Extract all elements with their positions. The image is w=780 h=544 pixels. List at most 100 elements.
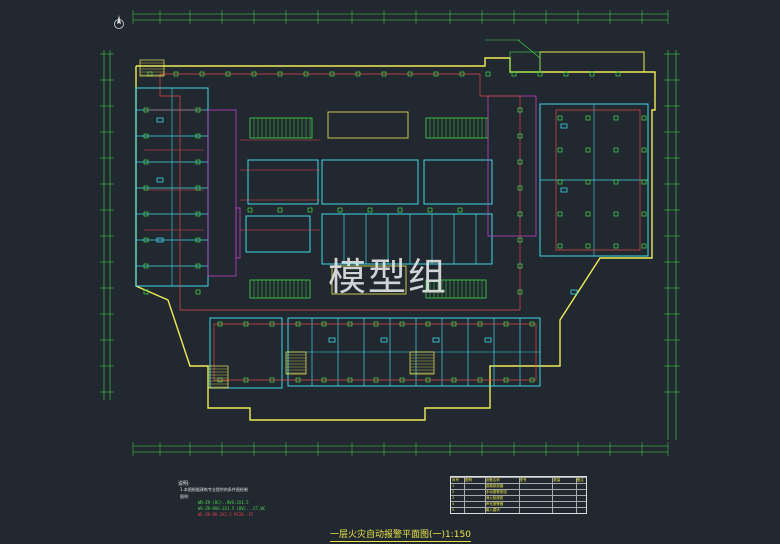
- smoke-detector-icon: [517, 289, 523, 295]
- legend-key-label: 图例:: [180, 494, 190, 499]
- smoke-detector-icon: [143, 107, 149, 113]
- table-col-line: [518, 477, 520, 513]
- table-row-line: [451, 507, 586, 508]
- legend-row: WL-ZR-BV-3X2.5 PC20 -FC: [198, 512, 253, 517]
- smoke-detector-icon: [195, 211, 201, 217]
- smoke-detector-icon: [517, 185, 523, 191]
- legend-row-text: WD-ZR-(DC)..RVS-2X1.5: [198, 500, 249, 505]
- table-col-line: [464, 477, 465, 513]
- smoke-detector-icon: [143, 263, 149, 269]
- smoke-detector-icon: [427, 207, 433, 213]
- table-cell: 2: [452, 490, 455, 494]
- alarm-button-icon: [560, 123, 568, 129]
- smoke-detector-icon: [247, 207, 253, 213]
- smoke-detector-icon: [143, 237, 149, 243]
- smoke-detector-icon: [585, 179, 591, 185]
- smoke-detector-icon: [195, 289, 201, 295]
- alarm-button-icon: [156, 237, 164, 243]
- alarm-button-icon: [156, 117, 164, 123]
- smoke-detector-icon: [529, 321, 535, 327]
- escalator: [425, 117, 489, 139]
- smoke-detector-icon: [195, 133, 201, 139]
- smoke-detector-icon: [173, 71, 179, 77]
- smoke-detector-icon: [557, 179, 563, 185]
- table-header-cell: 型号: [519, 478, 527, 482]
- alarm-button-icon: [570, 289, 578, 295]
- smoke-detector-icon: [321, 377, 327, 383]
- table-cell: 声光报警器: [485, 502, 504, 506]
- smoke-detector-icon: [477, 377, 483, 383]
- drawing-title: 一层火灾自动报警平面图(一)1:150: [330, 527, 471, 542]
- smoke-detector-icon: [347, 321, 353, 327]
- stair-icon: [285, 351, 307, 375]
- watermark: 模型组: [328, 255, 449, 299]
- partition: [487, 95, 537, 237]
- smoke-detector-icon: [641, 211, 647, 217]
- smoke-detector-icon: [337, 207, 343, 213]
- smoke-detector-icon: [503, 321, 509, 327]
- smoke-detector-icon: [557, 147, 563, 153]
- smoke-detector-icon: [399, 321, 405, 327]
- smoke-detector-icon: [615, 71, 621, 77]
- atrium: [327, 111, 409, 139]
- smoke-detector-icon: [517, 133, 523, 139]
- smoke-detector-icon: [373, 321, 379, 327]
- smoke-detector-icon: [143, 211, 149, 217]
- smoke-detector-icon: [397, 207, 403, 213]
- smoke-detector-icon: [477, 321, 483, 327]
- alarm-button-icon: [560, 187, 568, 193]
- drawing-title-text: 一层火灾自动报警平面图(一)1:150: [330, 530, 471, 540]
- annex-wall: [539, 51, 645, 73]
- smoke-detector-icon: [195, 107, 201, 113]
- legend-row: WS-ZR-RVS-2X1.5 (BV)...CT,WC: [198, 506, 265, 511]
- table-cell: 4: [452, 502, 455, 506]
- smoke-detector-icon: [251, 71, 257, 77]
- smoke-detector-icon: [503, 377, 509, 383]
- smoke-detector-icon: [641, 243, 647, 249]
- smoke-detector-icon: [399, 377, 405, 383]
- partition: [235, 207, 241, 259]
- table-cell: 输入模块: [485, 508, 500, 512]
- smoke-detector-icon: [613, 211, 619, 217]
- smoke-detector-icon: [537, 71, 543, 77]
- alarm-wiring-loop: [213, 323, 537, 381]
- table-row-line: [451, 489, 586, 490]
- smoke-detector-icon: [277, 71, 283, 77]
- annex-stair: [509, 51, 541, 73]
- table-cell: 5: [452, 508, 455, 512]
- smoke-detector-icon: [589, 71, 595, 77]
- smoke-detector-icon: [195, 237, 201, 243]
- stair-icon: [409, 351, 435, 375]
- legend-note: 1.本图根据建筑专业提供的条件图绘制: [180, 487, 248, 492]
- legend-heading: 说明:: [178, 481, 190, 487]
- smoke-detector-icon: [381, 71, 387, 77]
- smoke-detector-icon: [517, 263, 523, 269]
- table-cell: 消火栓按钮: [485, 496, 504, 500]
- smoke-detector-icon: [459, 71, 465, 77]
- smoke-detector-icon: [585, 243, 591, 249]
- table-header-cell: 设备名称: [485, 478, 500, 482]
- room-block: [247, 159, 319, 205]
- smoke-detector-icon: [563, 71, 569, 77]
- smoke-detector-icon: [277, 207, 283, 213]
- smoke-detector-icon: [425, 321, 431, 327]
- smoke-detector-icon: [557, 243, 563, 249]
- alarm-button-icon: [328, 337, 336, 343]
- legend-row: WD-ZR-(DC)..RVS-2X1.5: [198, 500, 249, 505]
- leader-line: [517, 39, 541, 59]
- smoke-detector-icon: [243, 377, 249, 383]
- alarm-button-icon: [156, 177, 164, 183]
- smoke-detector-icon: [243, 321, 249, 327]
- alarm-wiring-loop: [159, 73, 521, 311]
- smoke-detector-icon: [143, 185, 149, 191]
- smoke-detector-icon: [407, 71, 413, 77]
- smoke-detector-icon: [451, 321, 457, 327]
- smoke-detector-icon: [143, 159, 149, 165]
- table-cell: 手动报警按钮: [485, 490, 507, 494]
- room-block: [321, 213, 493, 265]
- smoke-detector-icon: [557, 115, 563, 121]
- alarm-button-icon: [484, 337, 492, 343]
- table-header-cell: 图例: [465, 478, 472, 482]
- legend-row-text: WL-ZR-BV-3X2.5 PC20 -FC: [198, 512, 254, 517]
